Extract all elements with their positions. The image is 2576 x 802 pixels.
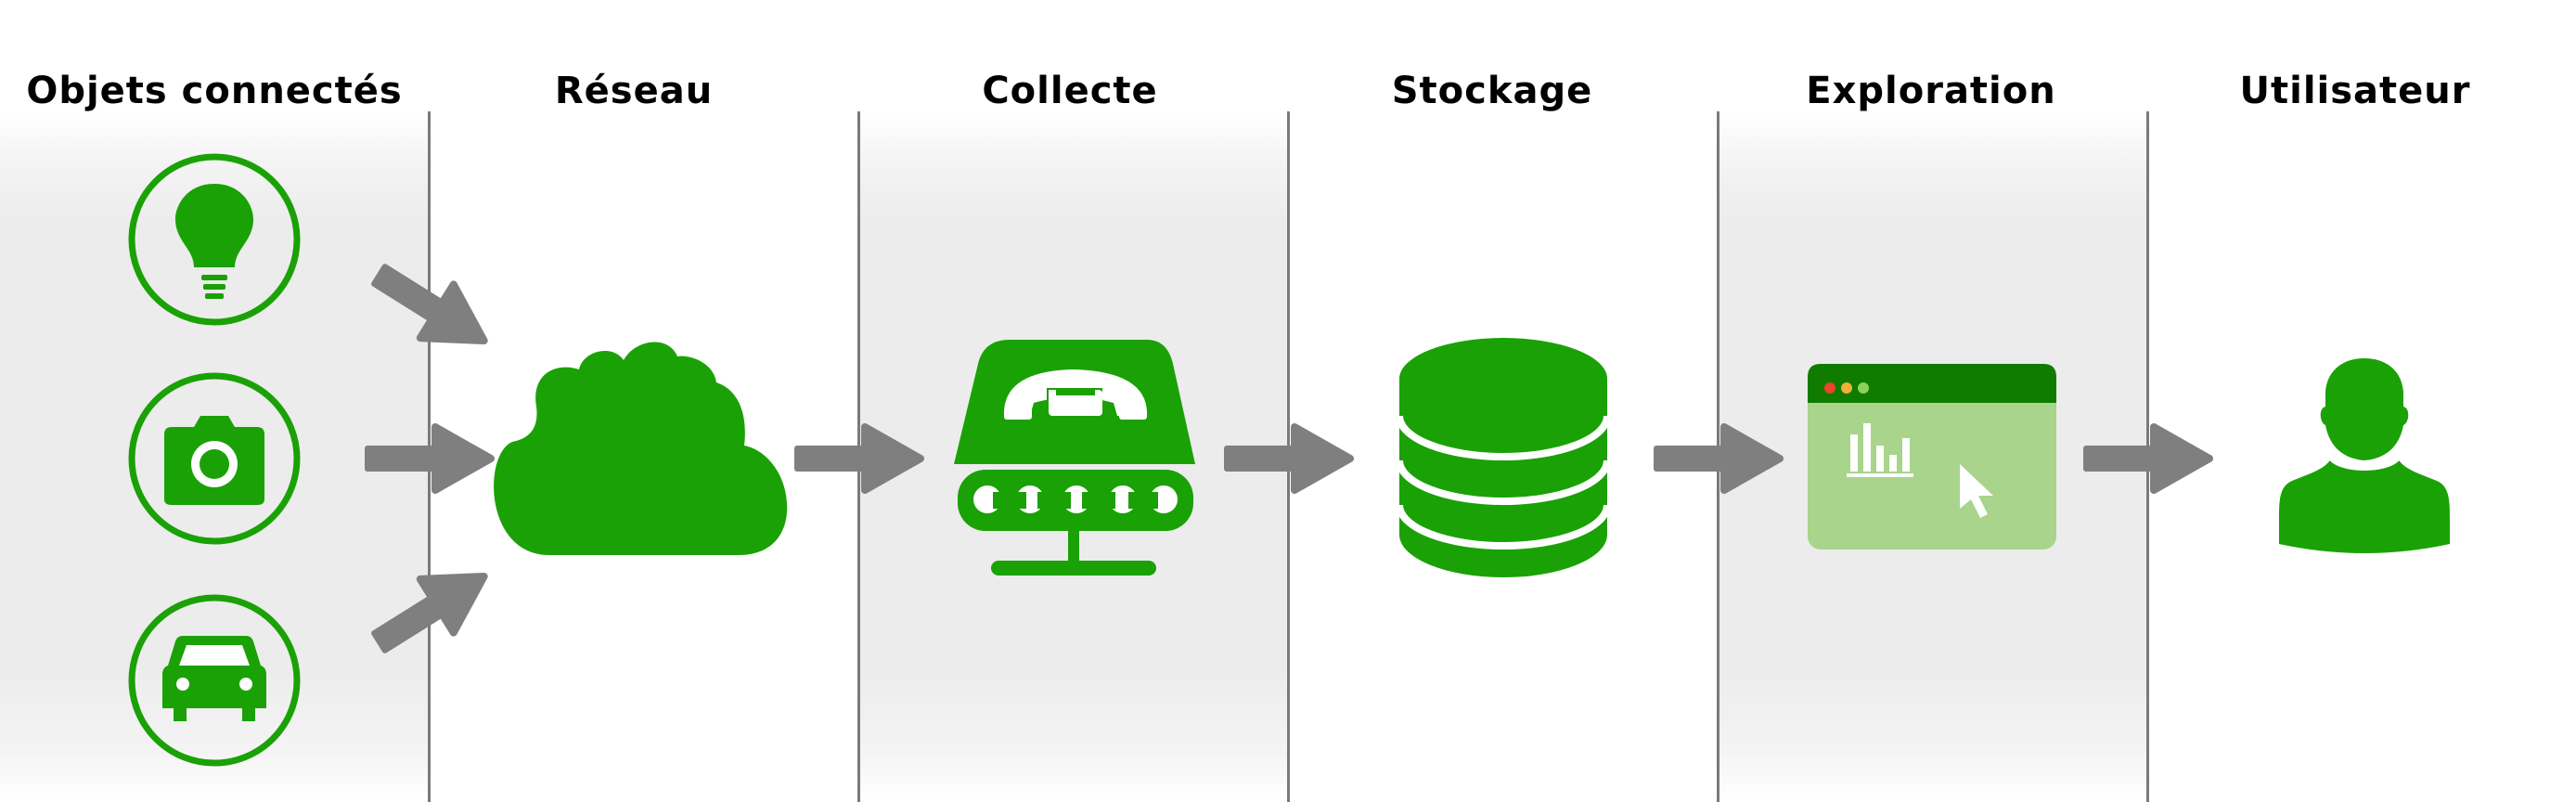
stage-title-collecte: Collecte [982, 70, 1158, 112]
stage-title-objets-connectes: Objets connectés [26, 70, 403, 112]
stage-title-stockage: Stockage [1391, 70, 1593, 112]
cursor-icon [1960, 464, 1993, 518]
stage-title-utilisateur: Utilisateur [2239, 70, 2471, 112]
dashboard-window-icon [1808, 364, 2056, 550]
user-icon [2279, 358, 2450, 553]
arrow-icon [1654, 427, 1780, 490]
data-collector-icon [954, 340, 1195, 576]
arrow-icon [365, 427, 491, 490]
camera-icon [128, 372, 301, 545]
stage-title-exploration: Exploration [1806, 70, 2056, 112]
car-icon [128, 594, 301, 767]
stage-title-reseau: Réseau [554, 70, 714, 112]
lightbulb-icon [128, 153, 301, 326]
cloud-icon [494, 342, 788, 555]
arrow-icon [360, 550, 500, 670]
arrow-icon [360, 247, 500, 368]
arrow-icon [1224, 427, 1350, 490]
bar-chart-icon [1847, 423, 1913, 477]
database-icon [1396, 338, 1611, 577]
arrow-icon [794, 427, 921, 490]
arrow-icon [2083, 427, 2209, 490]
